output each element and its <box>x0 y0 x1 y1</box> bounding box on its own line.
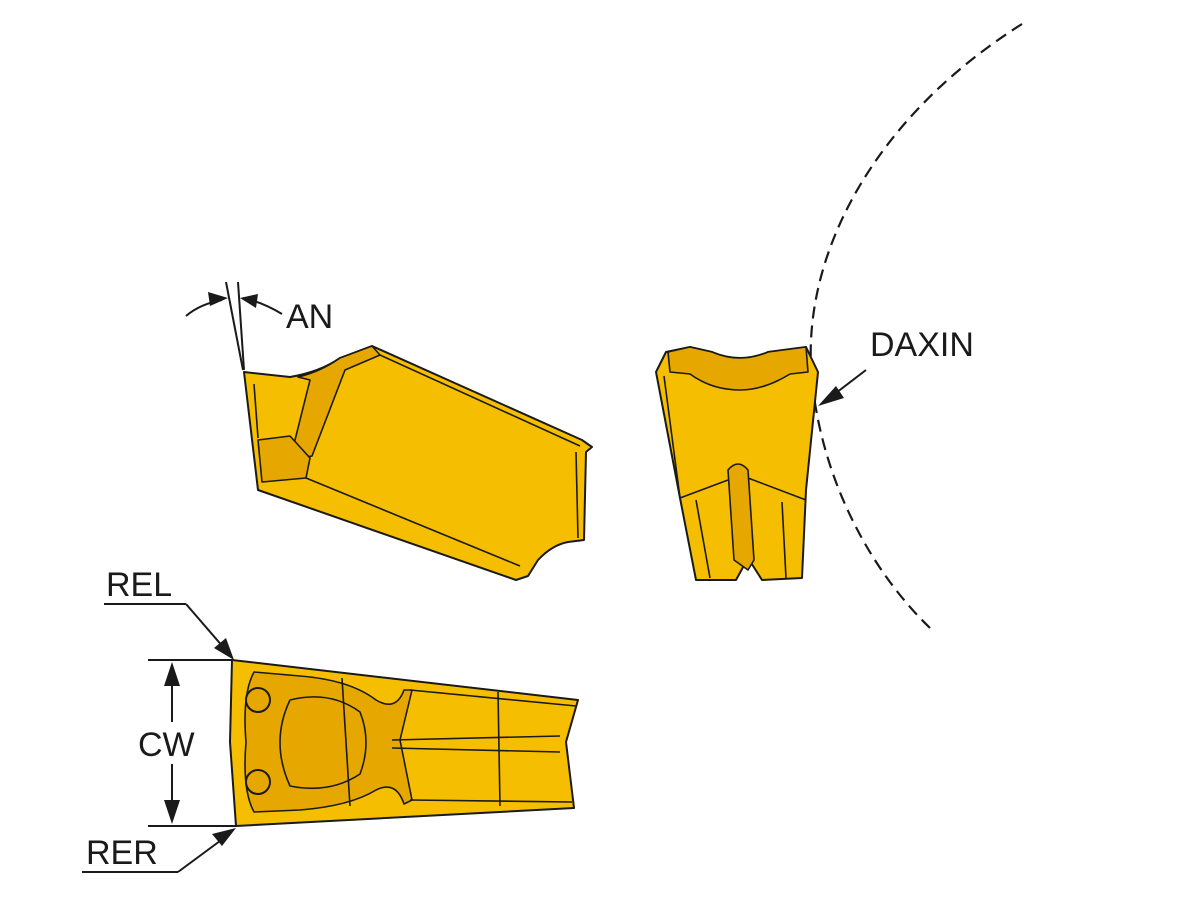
insert-top-view <box>229 659 579 827</box>
an-label: AN <box>286 298 333 336</box>
clamp-hole-bottom <box>245 769 271 795</box>
daxin-dimension: DAXIN <box>818 326 974 406</box>
rel-label: REL <box>106 566 172 604</box>
rer-dimension: RER <box>82 828 236 873</box>
insert-front-view <box>655 346 819 581</box>
cw-label: CW <box>138 726 195 764</box>
insert-side-view <box>243 345 593 581</box>
rel-dimension: REL <box>104 566 234 660</box>
cw-dimension: CW <box>138 659 236 827</box>
daxin-label: DAXIN <box>870 326 974 364</box>
an-dimension: AN <box>185 281 333 371</box>
rer-label: RER <box>86 834 158 872</box>
clamp-hole-top <box>245 687 271 713</box>
